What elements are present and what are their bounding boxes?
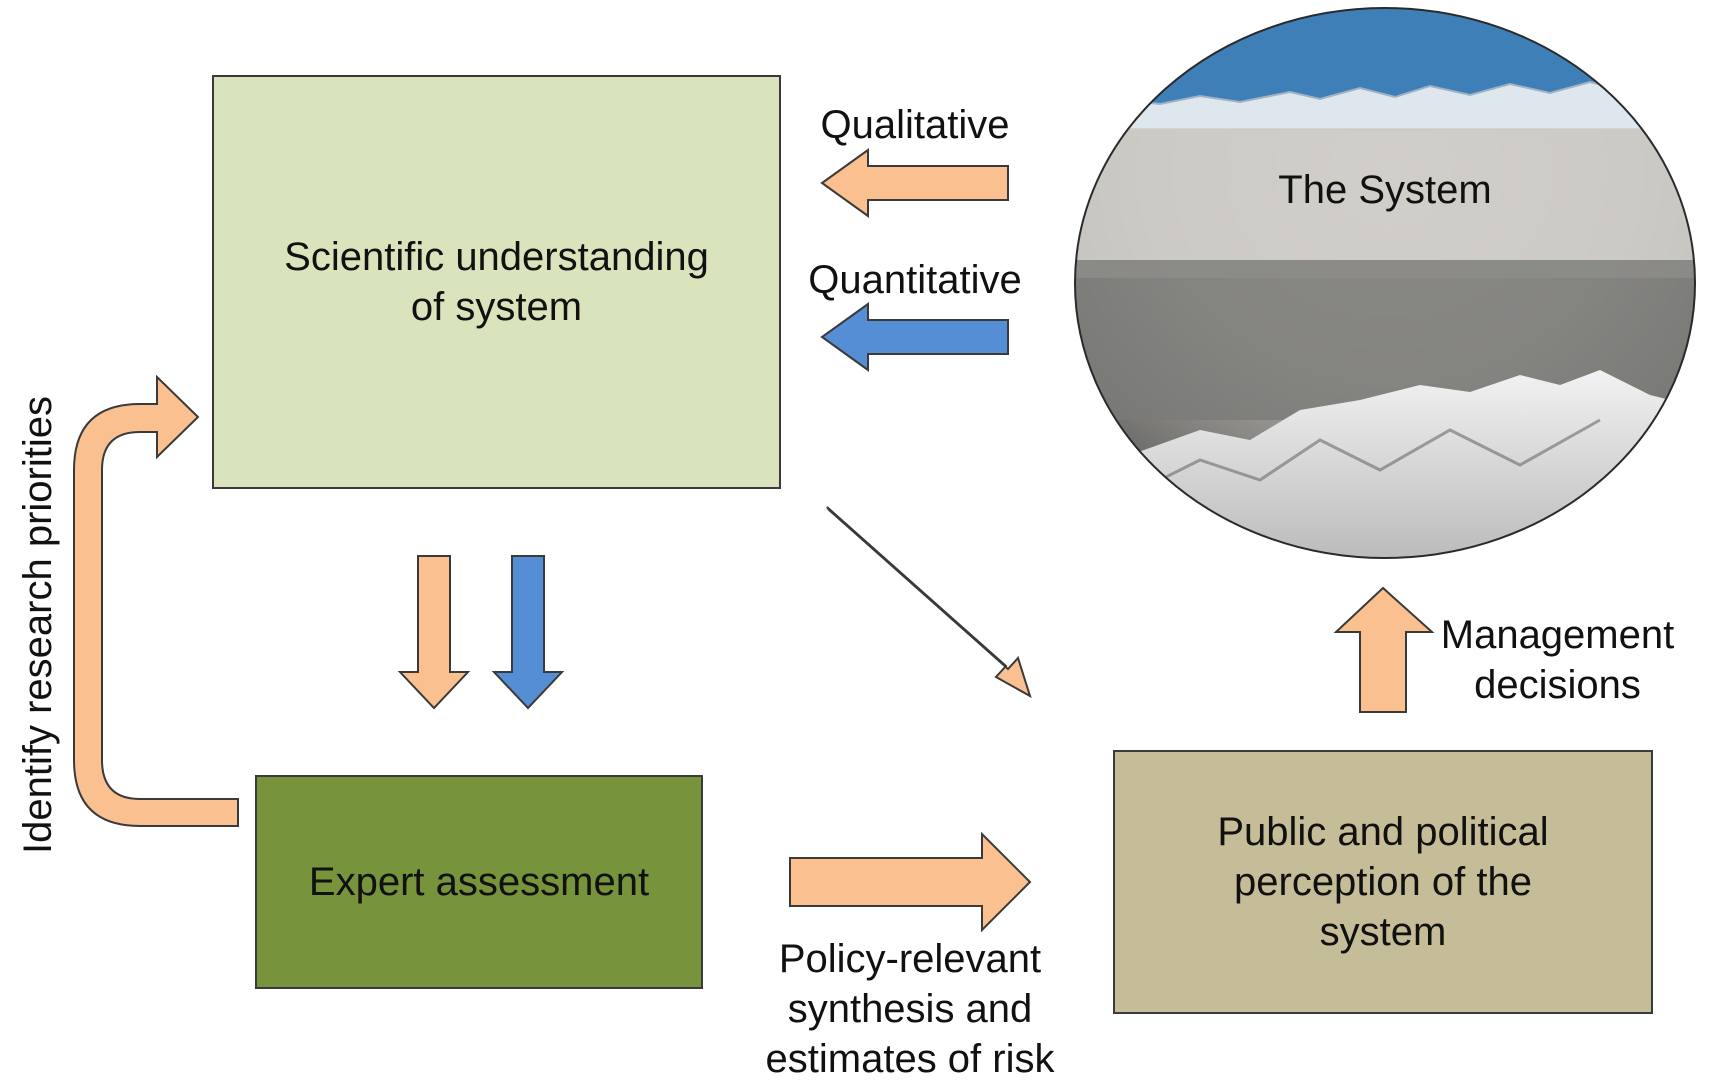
management-decisions-label: Management decisions <box>1440 613 1675 707</box>
qualitative-arrow <box>820 148 1009 218</box>
research-priorities-label: Identify research priorities <box>16 396 60 854</box>
expert-assessment-box: Expert assessment <box>255 775 703 989</box>
policy-relevant-label: Policy-relevant synthesis and estimates … <box>765 937 1055 1081</box>
public-perception-label: Public and political perception of the s… <box>1217 810 1549 954</box>
quantitative-label: Quantitative <box>808 258 1022 302</box>
down-arrow-orange <box>397 555 471 710</box>
public-perception-box: Public and political perception of the s… <box>1113 750 1653 1014</box>
research-priorities-arrow <box>73 374 239 827</box>
system-ellipse-outline <box>1074 7 1696 559</box>
down-arrow-blue <box>491 555 565 710</box>
diagonal-arrow <box>826 506 1032 699</box>
scientific-understanding-box: Scientific understanding of system <box>212 75 781 489</box>
qualitative-label: Qualitative <box>820 103 1010 147</box>
scientific-understanding-label: Scientific understanding of system <box>284 235 709 329</box>
mountain-range-icon <box>1075 80 1695 131</box>
system-label: The System <box>1278 168 1492 212</box>
management-arrow <box>1333 586 1435 713</box>
quantitative-arrow <box>820 302 1009 372</box>
policy-arrow <box>789 831 1032 933</box>
expert-assessment-label: Expert assessment <box>308 860 650 904</box>
system-photo <box>1075 8 1695 558</box>
